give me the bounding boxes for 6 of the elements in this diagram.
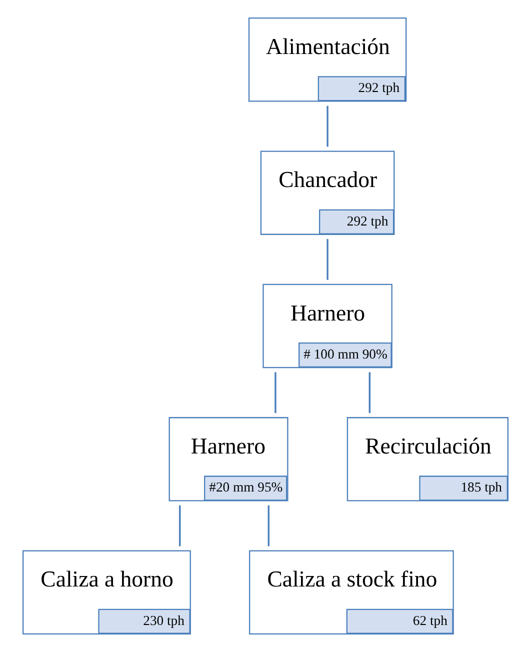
connector bbox=[178, 504, 180, 546]
connector bbox=[274, 372, 276, 413]
connector bbox=[326, 105, 328, 146]
connector bbox=[326, 238, 328, 280]
connector bbox=[368, 372, 370, 413]
connector bbox=[267, 504, 269, 546]
